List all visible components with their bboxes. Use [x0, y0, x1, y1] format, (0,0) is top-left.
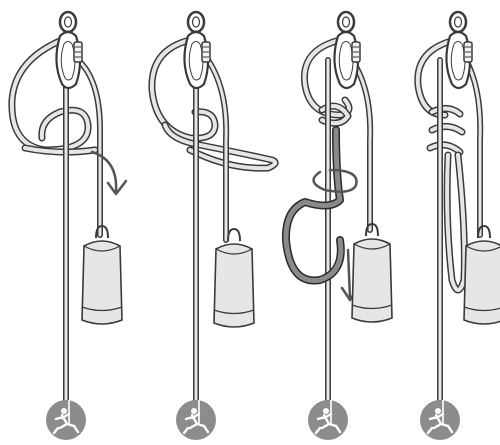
step-4-panel — [418, 12, 500, 440]
step-1-panel — [12, 12, 126, 440]
direction-arrow — [92, 152, 116, 192]
haul-bag-icon — [82, 226, 122, 324]
step-3-panel — [286, 12, 392, 440]
step-2-panel — [152, 12, 275, 440]
bag-strand — [352, 60, 370, 230]
climber-icon — [46, 400, 86, 440]
carabiner-icon — [334, 32, 360, 88]
haul-bag-icon — [352, 224, 392, 322]
climber-icon — [420, 400, 460, 440]
haul-bag-icon — [214, 229, 254, 327]
climber-icon — [176, 400, 216, 440]
anchor-ring-icon — [450, 12, 466, 32]
anchor-ring-icon — [188, 12, 204, 32]
carabiner-icon — [446, 32, 472, 88]
carabiner-icon — [56, 32, 82, 88]
anchor-ring-icon — [338, 12, 354, 32]
haul-bag-icon — [464, 226, 500, 324]
climber-icon — [308, 400, 348, 440]
anchor-ring-icon — [60, 12, 76, 32]
bag-strand — [466, 60, 480, 235]
carabiner-icon — [184, 32, 210, 88]
